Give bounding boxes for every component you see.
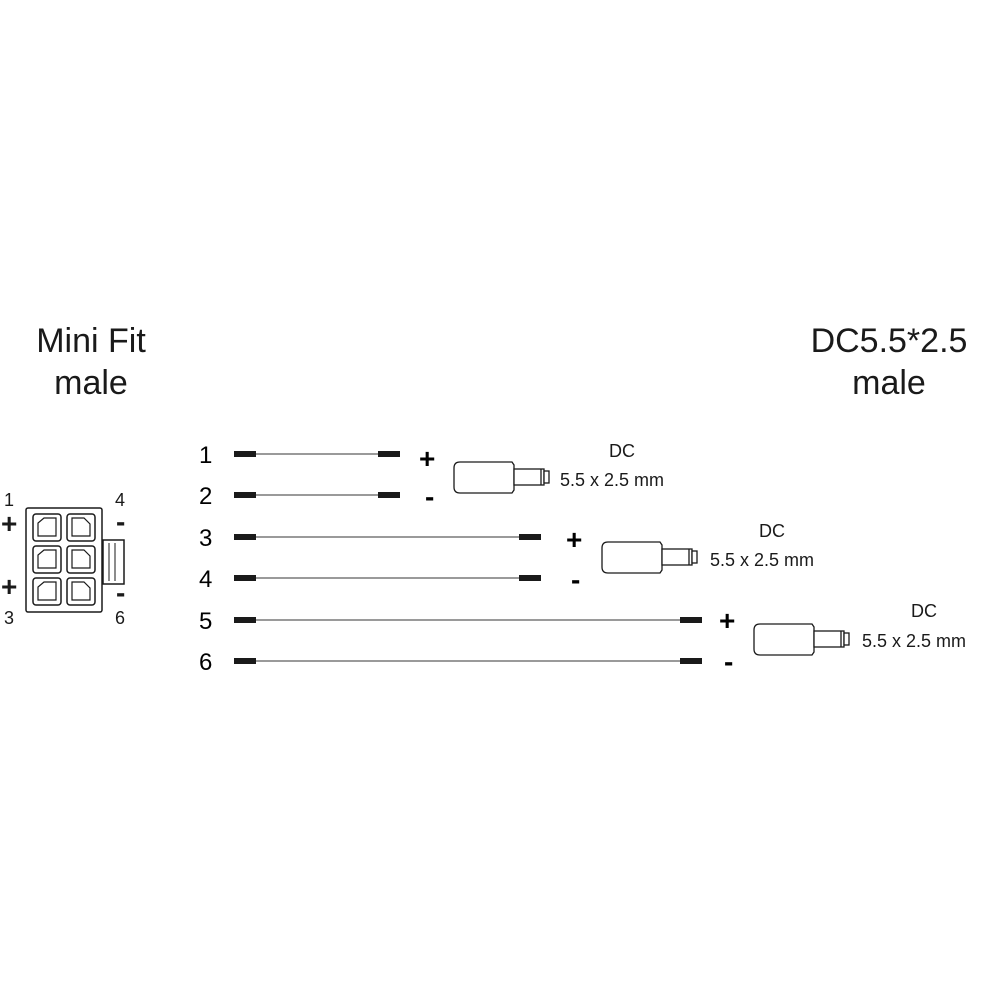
wire-5-polarity: + <box>719 605 735 636</box>
pin-cavity-4 <box>66 513 96 542</box>
wire-3-polarity: + <box>566 524 582 555</box>
wire-6-polarity: - <box>724 646 733 677</box>
pin-label-6: 6 <box>115 608 125 628</box>
dc-gender: male <box>852 364 926 402</box>
polarity-minus-bottom: - <box>116 577 125 608</box>
dc-plug-1 <box>453 461 550 494</box>
dc-plug-2-tip <box>691 550 698 564</box>
wire-number-4: 4 <box>199 566 212 593</box>
mini-fit-connector <box>25 507 125 613</box>
dc-heading: DC5.5*2.5 male <box>778 320 1000 404</box>
dc-plug-3-label-size: 5.5 x 2.5 mm <box>862 631 966 651</box>
wire-3: 3 + <box>199 524 582 555</box>
wire-6: 6 - <box>199 646 733 677</box>
wire-1-end-terminal <box>378 451 400 457</box>
wire-number-1: 1 <box>199 442 212 469</box>
wire-5-start-terminal <box>234 617 256 623</box>
wire-4-start-terminal <box>234 575 256 581</box>
wire-4-polarity: - <box>571 564 580 595</box>
dc-plug-1-tip <box>543 470 550 484</box>
wire-4: 4 - <box>199 564 580 595</box>
wire-1: 1 + <box>199 442 435 474</box>
dc-plug-2 <box>601 541 698 574</box>
wire-2-polarity: - <box>425 481 434 512</box>
dc-plug-3-barrel <box>813 630 845 648</box>
wire-1-polarity: + <box>419 443 435 474</box>
wire-1-start-terminal <box>234 451 256 457</box>
wire-number-2: 2 <box>199 483 212 510</box>
pin-cavity-1 <box>32 513 62 542</box>
mini-fit-gender: male <box>54 364 128 402</box>
wire-4-end-terminal <box>519 575 541 581</box>
wire-3-end-terminal <box>519 534 541 540</box>
polarity-minus-top: - <box>116 506 125 537</box>
pin-cavity-5 <box>66 545 96 574</box>
wire-5: 5 + <box>199 605 735 636</box>
connector-latch <box>102 539 125 585</box>
dc-plug-1-body <box>453 461 515 494</box>
dc-plug-3-tip <box>843 632 850 646</box>
wire-number-6: 6 <box>199 649 212 676</box>
dc-plug-2-body <box>601 541 663 574</box>
dc-plug-3 <box>753 623 850 656</box>
mini-fit-heading: Mini Fit male <box>0 320 182 404</box>
dc-plug-2-barrel <box>661 548 693 566</box>
dc-plug-1-barrel <box>513 468 545 486</box>
pin-cavity-2 <box>32 545 62 574</box>
wire-3-start-terminal <box>234 534 256 540</box>
dc-plug-3-body <box>753 623 815 656</box>
polarity-plus-bottom: + <box>1 571 17 602</box>
wire-number-5: 5 <box>199 608 212 635</box>
dc-plug-3-label-type: DC <box>911 601 937 621</box>
wire-6-start-terminal <box>234 658 256 664</box>
pin-cavity-6 <box>66 577 96 606</box>
wire-6-end-terminal <box>680 658 702 664</box>
wire-2: 2 - <box>199 481 434 512</box>
dc-plug-2-label-size: 5.5 x 2.5 mm <box>710 550 814 570</box>
wire-5-end-terminal <box>680 617 702 623</box>
wire-number-3: 3 <box>199 525 212 552</box>
pin-label-3: 3 <box>4 608 14 628</box>
dc-title: DC5.5*2.5 <box>810 322 968 360</box>
polarity-plus-top: + <box>1 508 17 539</box>
dc-plug-1-label-type: DC <box>609 441 635 461</box>
pin-label-4: 4 <box>115 490 125 510</box>
pin-label-1: 1 <box>4 490 14 510</box>
dc-plug-2-label-type: DC <box>759 521 785 541</box>
dc-plug-1-label-size: 5.5 x 2.5 mm <box>560 470 664 490</box>
pin-cavity-3 <box>32 577 62 606</box>
wire-2-start-terminal <box>234 492 256 498</box>
wire-2-end-terminal <box>378 492 400 498</box>
mini-fit-title: Mini Fit <box>36 322 146 360</box>
connector-housing <box>25 507 103 613</box>
